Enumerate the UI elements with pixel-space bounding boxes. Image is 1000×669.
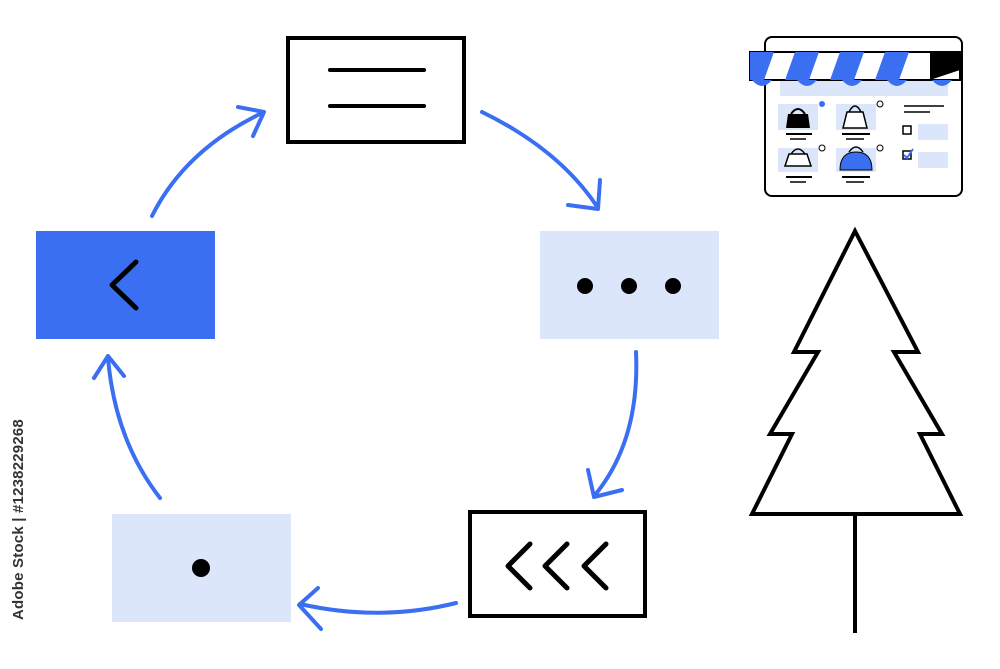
product-grid — [778, 100, 884, 183]
arrow-to-dot-head — [297, 586, 323, 631]
arrow-to-menu-head — [236, 105, 266, 138]
awning — [749, 51, 961, 86]
hamburger-lines-icon — [328, 68, 426, 108]
shopper-bag-icon — [783, 153, 813, 167]
purse-icon — [839, 151, 873, 171]
arrow-to-rewind-head — [586, 468, 624, 499]
arrow-to-menu — [150, 111, 264, 218]
arrow-to-rewind — [593, 350, 639, 497]
chevron-left-icon — [109, 259, 139, 311]
stock-id-watermark: Adobe Stock | #1238229268 — [10, 419, 27, 620]
filter-panel — [902, 105, 948, 168]
arrow-to-back — [106, 356, 162, 500]
dot-box — [112, 514, 291, 622]
arrow-to-dot — [298, 601, 458, 615]
rewind-box — [468, 510, 647, 618]
online-shop-window-icon — [749, 36, 963, 197]
triple-chevron-left-icon — [505, 541, 609, 591]
arrow-to-ellipsis-head — [566, 178, 602, 211]
back-box — [36, 231, 215, 339]
ellipsis-dots-icon — [577, 278, 681, 294]
single-dot-icon — [192, 559, 210, 577]
arrow-to-back-head — [92, 354, 126, 380]
arrow-to-ellipsis — [480, 110, 600, 210]
pine-tree-icon — [748, 226, 964, 633]
menu-box — [286, 36, 466, 144]
tote-bag-icon — [842, 111, 868, 129]
handbag-icon — [786, 114, 810, 128]
cycle-arrows — [92, 105, 639, 631]
ellipsis-box — [540, 231, 719, 339]
